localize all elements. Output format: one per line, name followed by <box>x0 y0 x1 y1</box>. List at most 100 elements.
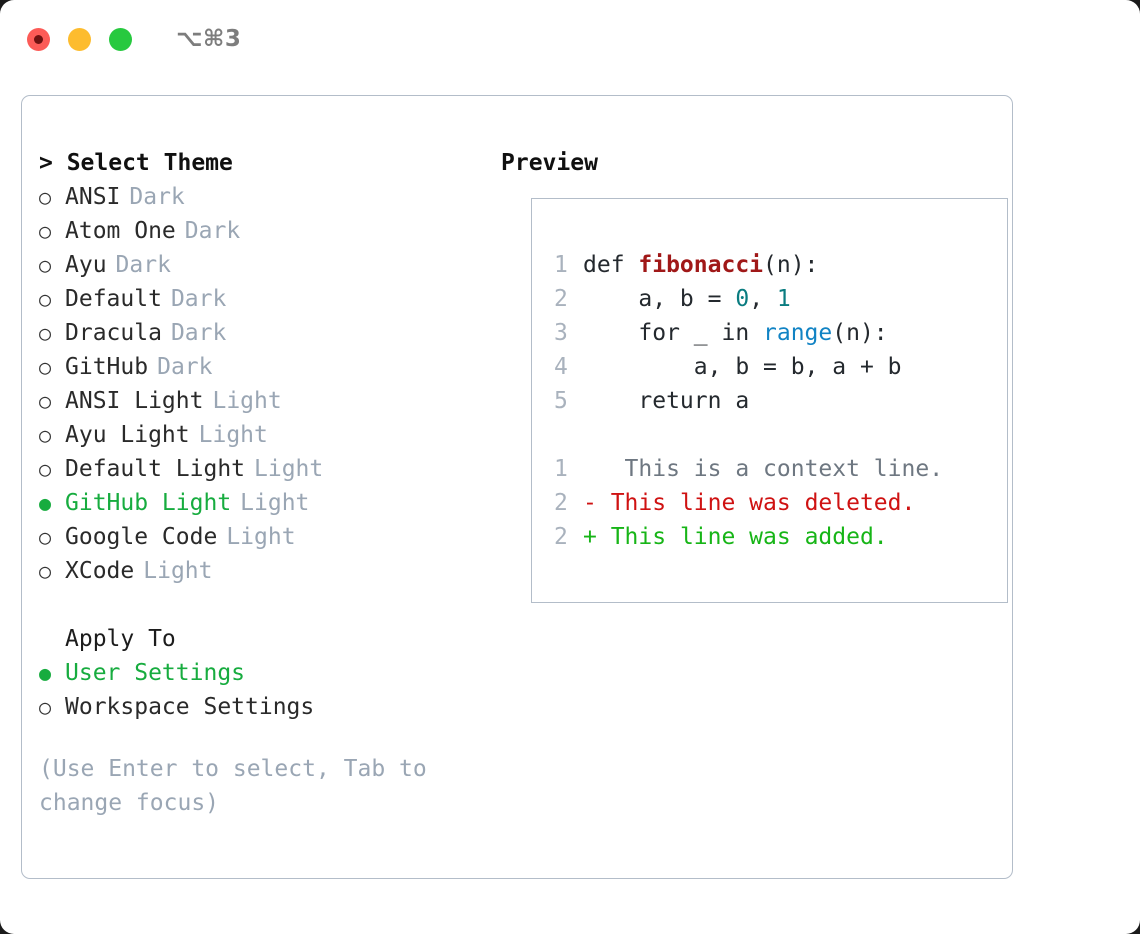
code-token-plain: (n): <box>763 252 819 278</box>
theme-item-category: Light <box>143 558 213 584</box>
radio-unselected-icon: ○ <box>39 559 52 583</box>
radio-unselected-icon: ○ <box>39 457 52 481</box>
theme-item-category: Dark <box>170 286 227 312</box>
code-text: a, b = 0, 1 <box>583 282 790 316</box>
code-line: 2 a, b = 0, 1 <box>554 282 1007 316</box>
theme-item-label: Default <box>65 286 162 312</box>
code-token-plain: for _ in <box>583 320 764 346</box>
line-number: 2 <box>554 490 568 516</box>
maximize-button[interactable] <box>109 27 132 51</box>
line-number: 1 <box>554 252 568 278</box>
line-number: 5 <box>554 388 568 414</box>
apply-to-item-workspace-settings[interactable]: ○ Workspace Settings <box>39 690 489 724</box>
code-token-plain: , <box>749 286 777 312</box>
code-line: 5 return a <box>554 384 1007 418</box>
radio-unselected-icon: ○ <box>39 321 52 345</box>
apply-to-heading: Apply To <box>65 626 176 652</box>
code-text: def fibonacci(n): <box>583 248 818 282</box>
code-token-call: range <box>763 320 833 346</box>
theme-item-category: Dark <box>170 320 227 346</box>
code-diff-separator <box>554 418 1007 452</box>
theme-item-github-light[interactable]: ● GitHub Light Light <box>39 486 489 520</box>
radio-unselected-icon: ○ <box>39 253 52 277</box>
apply-to-item-label: Workspace Settings <box>65 694 315 720</box>
radio-unselected-icon: ○ <box>39 355 52 379</box>
theme-item-atom-one[interactable]: ○ Atom One Dark <box>39 214 489 248</box>
code-token-kw: def <box>583 252 639 278</box>
keyboard-hint-text: (Use Enter to select, Tab to change focu… <box>39 756 427 816</box>
code-token-fn: fibonacci <box>638 252 764 278</box>
theme-item-category: Light <box>240 490 310 516</box>
theme-item-category: Light <box>254 456 324 482</box>
theme-item-label: Ayu Light <box>65 422 190 448</box>
minimize-button[interactable] <box>68 27 91 51</box>
code-token-num: 0 <box>735 286 750 312</box>
line-number: 2 <box>554 286 568 312</box>
theme-item-label: Ayu <box>65 252 107 278</box>
theme-item-ansi[interactable]: ○ ANSI Dark <box>39 180 489 214</box>
radio-unselected-icon: ○ <box>39 695 52 719</box>
theme-item-label: Atom One <box>65 218 176 244</box>
line-number: 4 <box>554 354 568 380</box>
diff-line-deleted: 2- This line was deleted. <box>554 486 1007 520</box>
diff-marker: + <box>583 524 597 550</box>
apply-to-list[interactable]: ● User Settings ○ Workspace Settings <box>39 656 489 724</box>
code-line: 3 for _ in range(n): <box>554 316 1007 350</box>
window-controls <box>27 27 132 51</box>
hint-spacer <box>39 724 489 744</box>
theme-item-category: Dark <box>184 218 241 244</box>
diff-marker <box>583 452 597 486</box>
diff-text: This line was deleted. <box>596 490 916 516</box>
theme-item-label: Dracula <box>65 320 162 346</box>
theme-item-label: XCode <box>65 558 135 584</box>
code-token-plain: return a <box>583 388 750 414</box>
theme-item-label: ANSI <box>65 184 121 210</box>
theme-item-ayu[interactable]: ○ Ayu Dark <box>39 248 489 282</box>
theme-item-category: Dark <box>115 252 171 278</box>
close-button[interactable] <box>27 27 50 51</box>
theme-item-category: Dark <box>157 354 213 380</box>
theme-item-github[interactable]: ○ GitHub Dark <box>39 350 489 384</box>
diff-marker: - <box>583 490 597 516</box>
theme-item-category: Light <box>226 524 296 550</box>
line-number: 3 <box>554 320 568 346</box>
radio-selected-icon: ● <box>39 491 52 515</box>
theme-item-dracula[interactable]: ○ Dracula Dark <box>39 316 489 350</box>
line-number: 1 <box>554 456 568 482</box>
diff-line-added: 2 + This line was added. <box>554 520 1007 554</box>
keyboard-shortcut-label: ⌥⌘3 <box>176 26 242 52</box>
diff-text: This line was added. <box>596 524 888 550</box>
apply-to-item-label: User Settings <box>65 660 246 686</box>
apply-to-heading-row: ○ Apply To <box>39 622 489 656</box>
code-line: 1 def fibonacci(n): <box>554 248 1007 282</box>
radio-unselected-icon: ○ <box>39 219 52 243</box>
line-number: 2 <box>554 524 568 550</box>
radio-unselected-icon: ○ <box>39 185 52 209</box>
radio-unselected-icon: ○ <box>39 525 52 549</box>
diff-line-context: 1 This is a context line. <box>554 452 1007 486</box>
code-text: for _ in range(n): <box>583 316 887 350</box>
theme-item-label: Google Code <box>65 524 218 550</box>
apply-to-item-user-settings[interactable]: ● User Settings <box>39 656 489 690</box>
list-spacer <box>39 588 489 622</box>
code-line: 4 a, b = b, a + b <box>554 350 1007 384</box>
theme-item-label: GitHub Light <box>65 490 232 516</box>
theme-item-xcode[interactable]: ○ XCode Light <box>39 554 489 588</box>
code-text: a, b = b, a + b <box>583 350 902 384</box>
radio-selected-icon: ● <box>39 661 52 685</box>
title-bar: ⌥⌘3 <box>0 0 1140 78</box>
theme-item-label: GitHub <box>65 354 149 380</box>
theme-item-google-code[interactable]: ○ Google Code Light <box>39 520 489 554</box>
theme-item-category: Dark <box>129 184 185 210</box>
